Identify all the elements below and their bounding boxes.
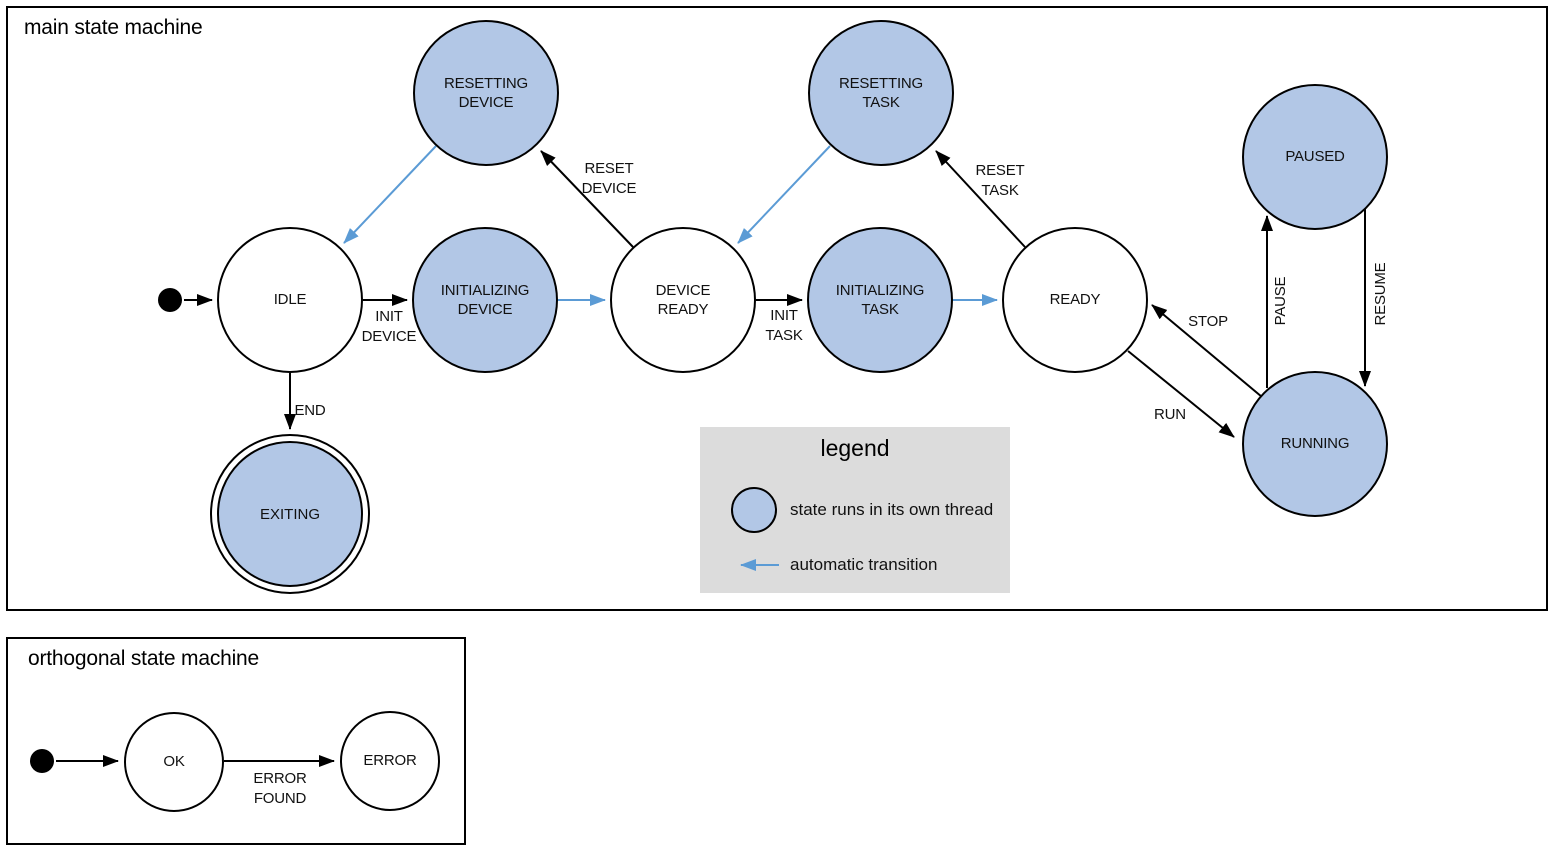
label-init-task: INIT TASK — [765, 306, 803, 344]
state-idle: IDLE — [217, 227, 363, 373]
legend-thread-label: state runs in its own thread — [790, 500, 994, 519]
legend-box: legend state runs in its own thread auto… — [700, 427, 1010, 593]
label-end: END — [294, 401, 326, 419]
state-error: ERROR — [340, 711, 440, 811]
main-frame-title: main state machine — [24, 16, 203, 39]
label-resume: RESUME — [1371, 262, 1389, 326]
state-paused: PAUSED — [1242, 84, 1388, 230]
legend-auto-label: automatic transition — [790, 555, 938, 574]
label-pause: PAUSE — [1271, 276, 1289, 326]
label-stop: STOP — [1188, 312, 1228, 330]
state-device-ready: DEVICE READY — [610, 227, 756, 373]
label-error-found: ERROR FOUND — [253, 769, 307, 807]
state-running: RUNNING — [1242, 371, 1388, 517]
state-exiting-final-ring: EXITING — [210, 434, 370, 594]
state-resetting-device: RESETTING DEVICE — [413, 20, 559, 166]
label-reset-device: RESET DEVICE — [581, 159, 637, 197]
state-initializing-device: INITIALIZING DEVICE — [412, 227, 558, 373]
state-exiting: EXITING — [217, 441, 363, 587]
label-init-device: INIT DEVICE — [361, 307, 417, 345]
state-ok: OK — [124, 712, 224, 812]
legend-title: legend — [820, 435, 890, 461]
initial-state-dot-main — [158, 288, 182, 312]
label-run: RUN — [1154, 405, 1186, 423]
orthogonal-frame-title: orthogonal state machine — [28, 647, 260, 670]
state-resetting-task: RESETTING TASK — [808, 20, 954, 166]
state-initializing-task: INITIALIZING TASK — [807, 227, 953, 373]
label-reset-task: RESET TASK — [975, 161, 1025, 199]
initial-state-dot-orthogonal — [30, 749, 54, 773]
state-ready: READY — [1002, 227, 1148, 373]
legend-thread-state-icon — [731, 487, 777, 533]
